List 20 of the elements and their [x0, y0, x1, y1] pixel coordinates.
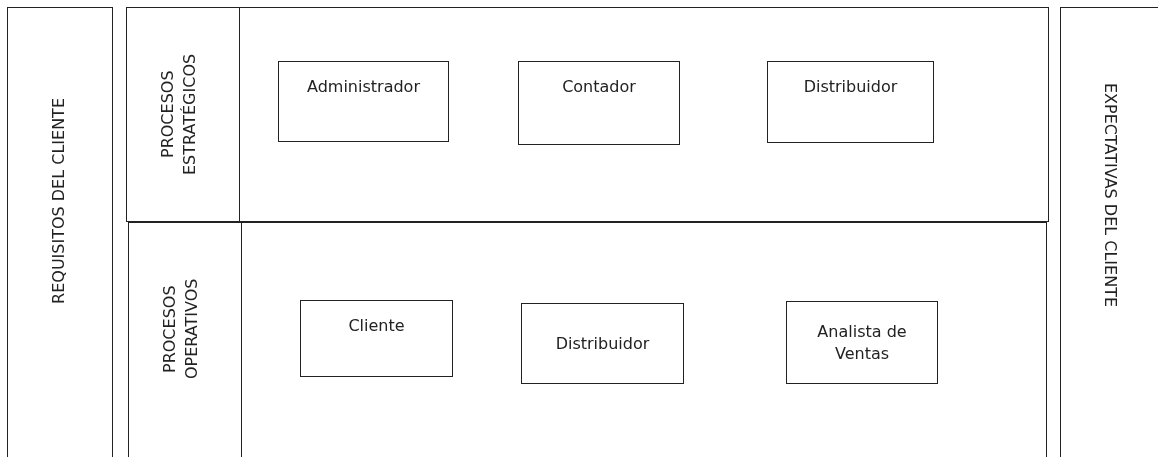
role-label: Analista de Ventas [816, 320, 908, 365]
process-box [767, 61, 934, 143]
band-title: PROCESOS OPERATIVOS [159, 277, 202, 382]
role-label: Distribuidor [554, 332, 651, 355]
role-label: Contador [561, 76, 637, 98]
process-band [126, 7, 1049, 222]
band-title: PROCESOS ESTRATÉGICOS [157, 52, 200, 177]
role-label: Administrador [306, 76, 421, 98]
process-box [300, 300, 453, 377]
process-band [128, 222, 1047, 457]
process-box [278, 61, 449, 142]
side-title: REQUISITOS DEL CLIENTE [48, 98, 69, 304]
side-title: EXPECTATIVAS DEL CLIENTE [1100, 83, 1121, 308]
process-box [521, 303, 684, 384]
process-box [518, 61, 680, 145]
side-panel [1060, 7, 1158, 457]
process-box [786, 301, 938, 384]
role-label: Distribuidor [802, 76, 899, 98]
role-label: Cliente [347, 315, 406, 337]
side-panel [7, 7, 113, 457]
